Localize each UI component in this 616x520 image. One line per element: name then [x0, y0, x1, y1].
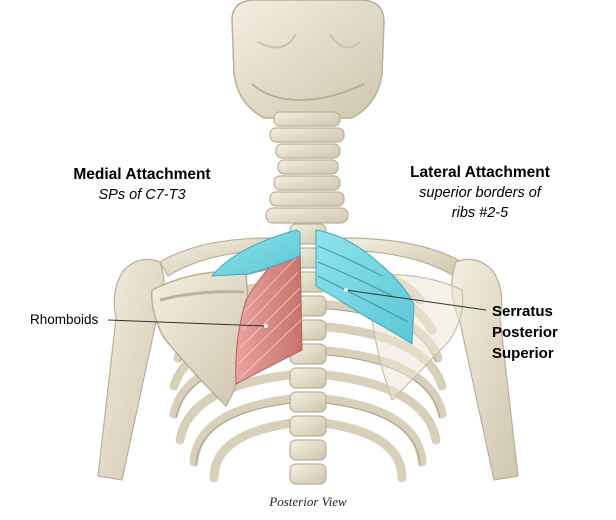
rhomboid-muscle — [235, 243, 303, 385]
rhomboids-label: Rhomboids — [30, 312, 99, 327]
serratus-leader-line — [345, 289, 487, 311]
left-scapula — [151, 270, 249, 408]
lateral-attachment-label: Lateral Attachment superior borders of r… — [392, 162, 568, 223]
figure-caption: Posterior View — [269, 494, 347, 509]
serratus-pointer-dot — [344, 288, 348, 292]
cervical-spine — [265, 111, 349, 224]
rhomboids-pointer-dot — [264, 324, 268, 328]
serratus-posterior-superior-label: Serratus Posterior Superior — [492, 301, 604, 364]
lateral-attachment-title: Lateral Attachment — [410, 164, 550, 181]
serratus-label-line-3: Superior — [492, 345, 554, 362]
rhomboids-leader-line — [107, 319, 267, 327]
medial-attachment-label: Medial Attachment SPs of C7-T3 — [62, 164, 222, 205]
leader-lines — [107, 289, 487, 327]
serratus-label-line-1: Serratus — [492, 303, 553, 320]
medial-attachment-detail: SPs of C7-T3 — [98, 187, 186, 203]
lateral-attachment-detail-line-1: superior borders of — [419, 185, 541, 201]
serratus-posterior-superior-left — [210, 229, 301, 277]
serratus-label-line-2: Posterior — [492, 324, 558, 341]
medial-attachment-title: Medial Attachment — [73, 166, 211, 183]
lateral-attachment-detail-line-2: ribs #2-5 — [451, 205, 509, 221]
serratus-posterior-superior-right — [315, 229, 415, 345]
skull — [231, 0, 385, 119]
